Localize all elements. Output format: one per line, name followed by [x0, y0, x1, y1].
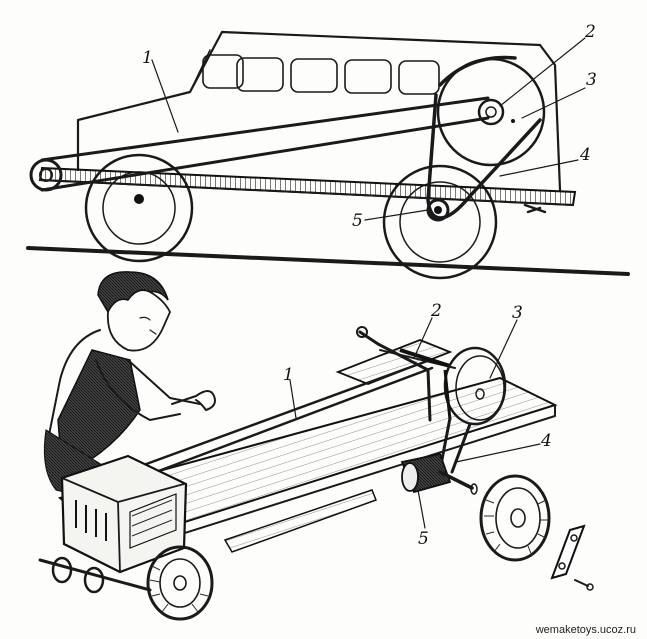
top-front-wheel — [382, 164, 498, 280]
bottom-label-4: 4 — [540, 431, 552, 451]
top-leader-lines — [151, 37, 586, 221]
bottom-label-3: 3 — [512, 303, 523, 323]
chassis-plank — [38, 166, 577, 207]
gear-assembly-5 — [400, 452, 478, 495]
top-side-view: 1 2 3 4 5 — [26, 22, 630, 280]
top-label-1: 1 — [142, 48, 153, 68]
top-label-3: 3 — [586, 70, 597, 90]
bottom-big-pulley-3 — [443, 346, 507, 426]
rubber-band-1 — [40, 96, 490, 192]
rear-pulley — [29, 158, 63, 192]
bus-windows — [202, 54, 440, 95]
bottom-label-1: 1 — [283, 365, 294, 385]
link-plate — [550, 524, 594, 591]
bottom-label-2: 2 — [430, 301, 442, 321]
top-label-5: 5 — [352, 211, 363, 231]
axle-bolt — [523, 203, 547, 214]
bottom-front-axle — [38, 556, 152, 594]
bottom-leader-lines — [289, 317, 541, 529]
detached-wheel — [479, 474, 551, 562]
bottom-rubber-band-1 — [128, 358, 434, 480]
bottom-front-wheel — [146, 545, 214, 621]
watermark-text: wemaketoys.ucoz.ru — [535, 624, 636, 636]
bus-body-outline — [76, 30, 562, 192]
top-label-4: 4 — [579, 145, 591, 165]
bottom-label-5: 5 — [418, 529, 429, 549]
steering-post-2 — [356, 326, 456, 422]
top-label-2: 2 — [584, 22, 596, 42]
bottom-perspective-view: 1 2 3 4 5 — [38, 271, 594, 621]
ground-line — [26, 246, 630, 276]
